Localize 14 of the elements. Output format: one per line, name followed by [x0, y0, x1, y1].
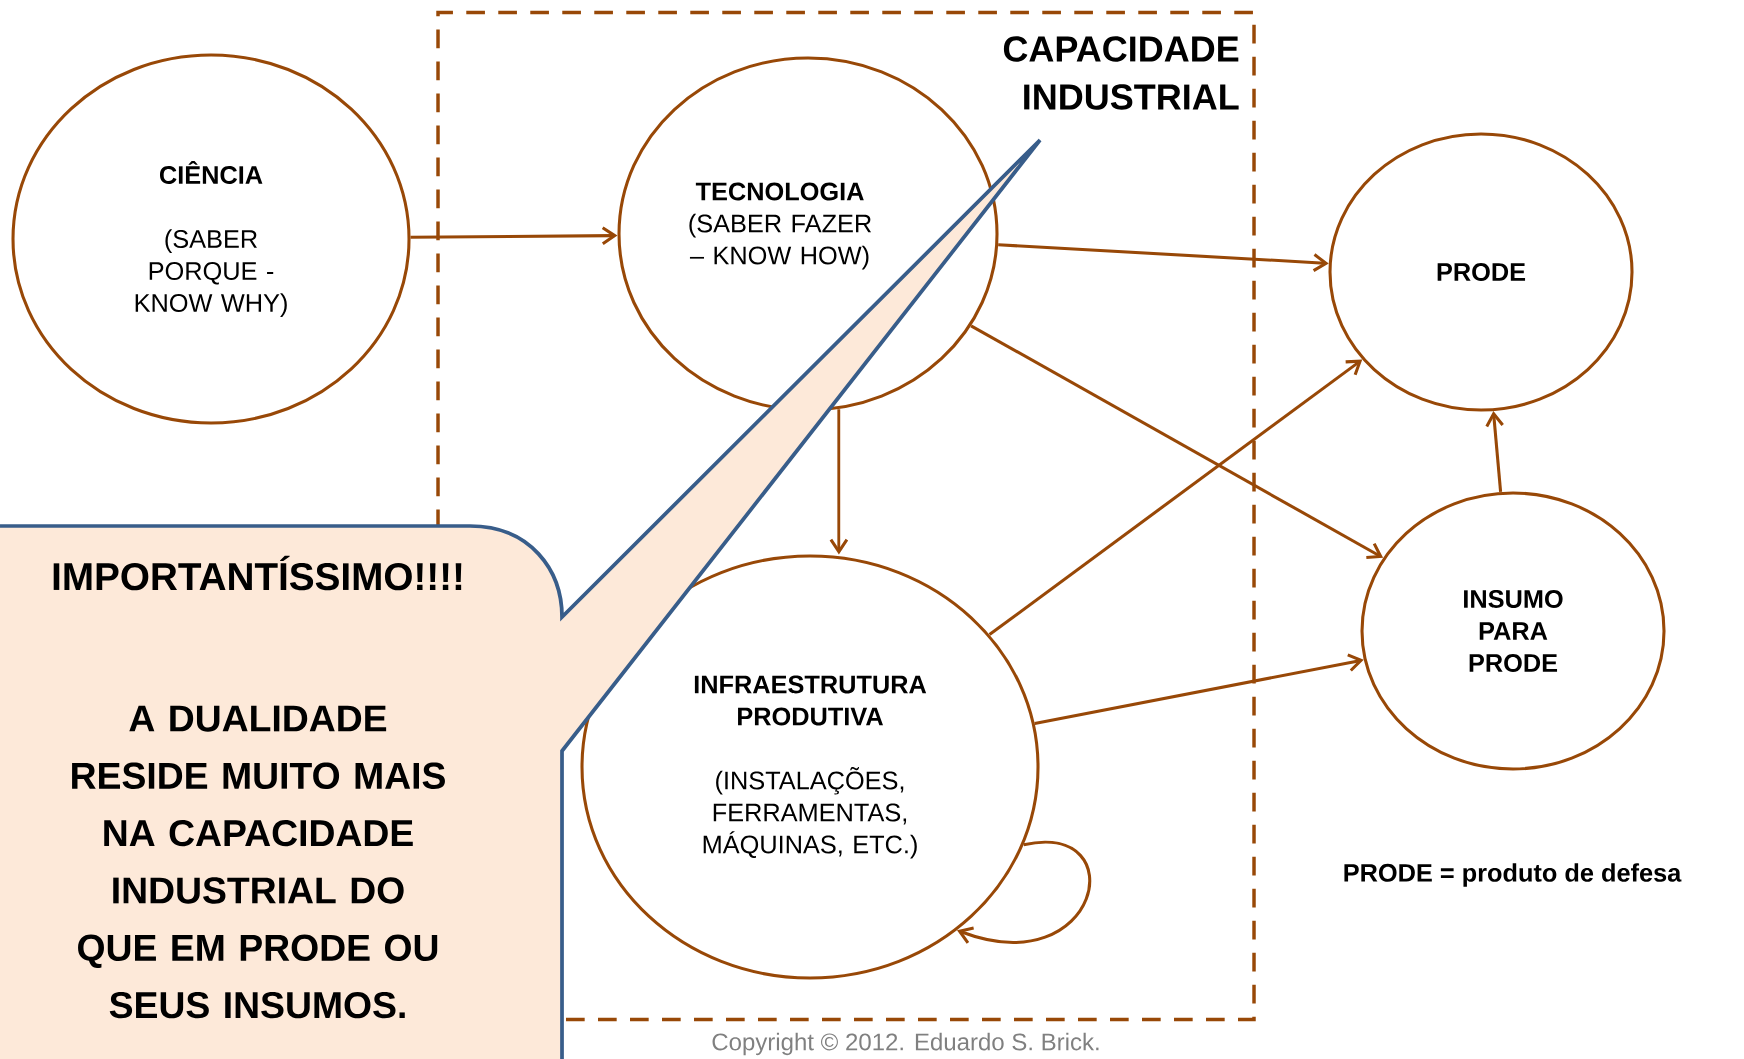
arrow [1034, 653, 1364, 726]
ellipse-node: INFRAESTRUTURA PRODUTIVA (INSTALAÇÕES, FERRAMENTAS, MÁQUINAS, ETC.) [580, 554, 1040, 980]
arrow [998, 243, 1329, 272]
arrow [988, 359, 1363, 636]
ellipse-node: CIÊNCIA (SABER PORQUE - KNOW WHY) [11, 53, 411, 425]
legend-note: PRODE = produto de defesa [1344, 863, 1682, 887]
arrow [1485, 411, 1504, 493]
arrow [970, 324, 1384, 560]
ellipse-node: TECNOLOGIA (SABER FAZER – KNOW HOW) [617, 56, 999, 412]
arrow [829, 409, 849, 555]
arrow [410, 226, 618, 245]
ellipse-node: INSUMO PARA PRODE [1360, 491, 1666, 771]
arrow [957, 840, 1092, 944]
ellipse-node: PRODE [1328, 132, 1634, 412]
